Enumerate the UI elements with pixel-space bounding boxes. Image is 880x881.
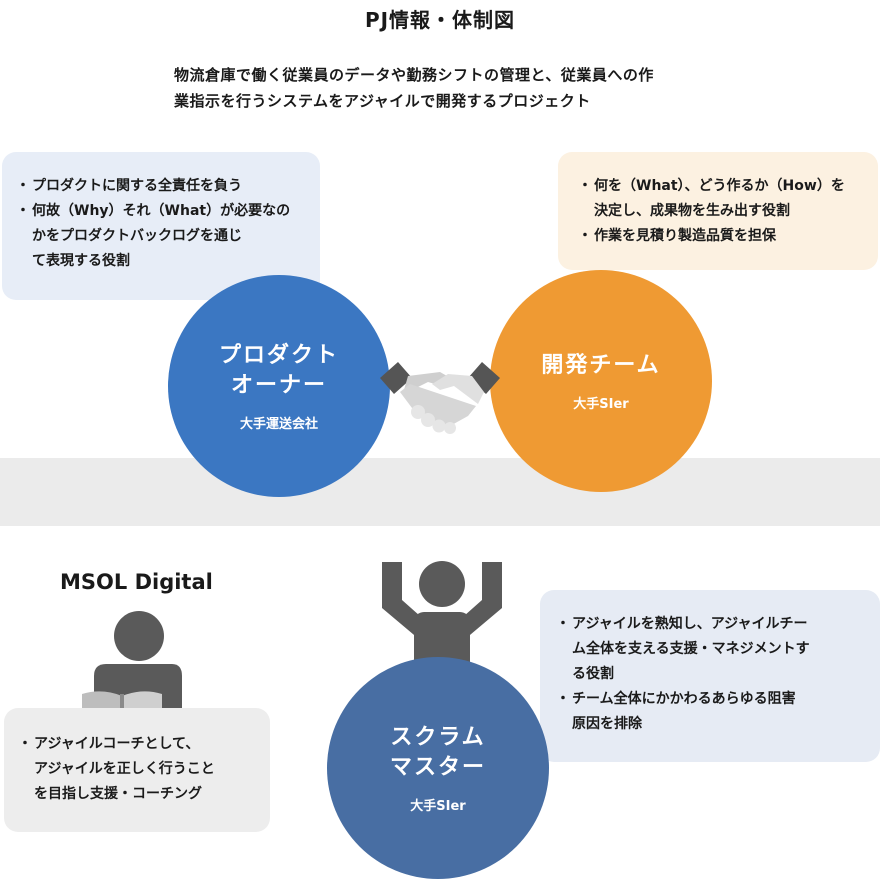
dev-team-name: 開発チーム: [541, 352, 661, 378]
role-item-continued: アジャイルを正しく行うこと: [34, 761, 215, 777]
role-item-continued: を目指し支援・コーチング: [34, 786, 202, 802]
dev-team-role-box: 何を（What）、どう作るか（How）を 決定し、成果物を生み出す役割 作業を見…: [558, 152, 878, 270]
role-item: チーム全体にかかわるあらゆる阻害: [556, 687, 866, 712]
product-owner-org: 大手運送会社: [239, 416, 318, 432]
scrum-master-name: スクラム マスター: [390, 723, 486, 783]
background-band: [0, 458, 880, 526]
dev-team-org: 大手SIer: [573, 396, 629, 412]
role-item: 何を（What）、どう作るか（How）を: [578, 174, 860, 199]
role-item: 作業を見積り製造品質を担保: [578, 224, 860, 249]
role-item: プロダクトに関する全責任を負う: [16, 174, 302, 199]
scrum-master-role-box: アジャイルを熟知し、アジャイルチー ム全体を支える支援・マネジメントす る役割 …: [540, 590, 880, 762]
description-line: 業指示を行うシステムをアジャイルで開発するプロジェクト: [174, 92, 591, 110]
role-item: アジャイルコーチとして、: [18, 732, 256, 757]
scrum-master-circle: スクラム マスター 大手SIer: [327, 657, 549, 879]
msol-label: MSOL Digital: [60, 570, 213, 594]
scrum-master-name-line: スクラム: [390, 724, 486, 750]
product-owner-role-box: プロダクトに関する全責任を負う 何故（Why）それ（What）が必要なの かをプ…: [2, 152, 320, 300]
role-item: アジャイルを熟知し、アジャイルチー: [556, 612, 866, 637]
dev-team-circle: 開発チーム 大手SIer: [490, 270, 712, 492]
person-reading-icon: [82, 611, 182, 720]
role-item-continued: かをプロダクトバックログを通じ: [32, 228, 242, 244]
product-owner-circle: プロダクト オーナー 大手運送会社: [168, 275, 390, 497]
handshake-icon: [380, 362, 500, 434]
role-item-continued: 決定し、成果物を生み出す役割: [594, 203, 790, 219]
role-item-continued: て表現する役割: [32, 253, 130, 269]
msol-role-box: アジャイルコーチとして、 アジャイルを正しく行うこと を目指し支援・コーチング: [4, 708, 270, 832]
product-owner-name: プロダクト オーナー: [219, 341, 339, 401]
product-owner-name-line: オーナー: [230, 372, 327, 398]
project-description: 物流倉庫で働く従業員のデータや勤務シフトの管理と、従業員への作 業指示を行うシス…: [174, 62, 734, 114]
role-item: 何故（Why）それ（What）が必要なの: [16, 199, 302, 224]
role-item-continued: 原因を排除: [572, 716, 642, 732]
description-line: 物流倉庫で働く従業員のデータや勤務シフトの管理と、従業員への作: [174, 66, 654, 84]
role-item-continued: ム全体を支える支援・マネジメントす: [572, 641, 810, 657]
page-title: PJ情報・体制図: [364, 8, 516, 32]
scrum-master-org: 大手SIer: [410, 798, 466, 814]
scrum-master-name-line: マスター: [389, 754, 486, 780]
role-item-continued: る役割: [572, 666, 614, 682]
product-owner-name-line: プロダクト: [218, 342, 339, 368]
